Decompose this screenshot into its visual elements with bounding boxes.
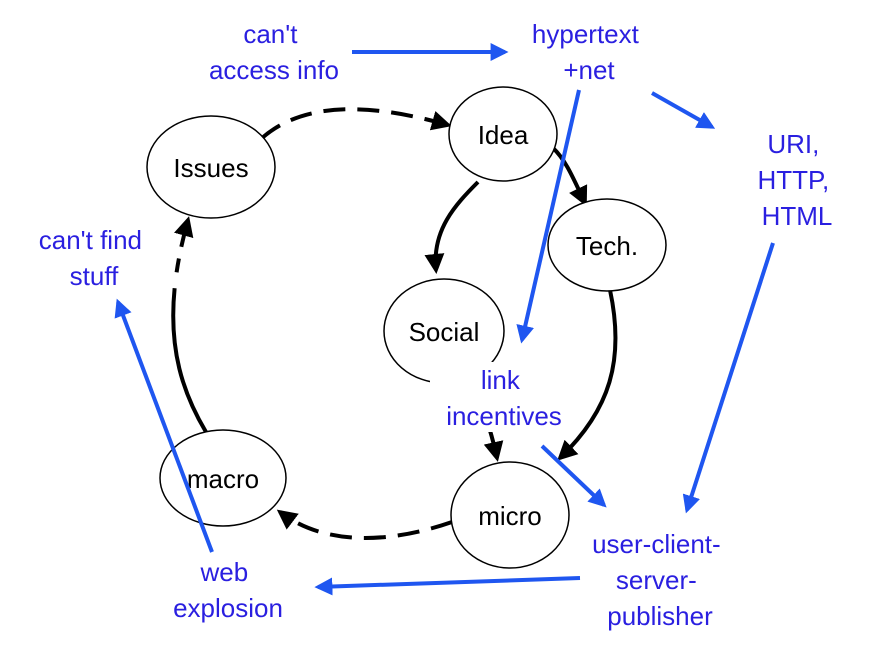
node-micro: micro (450, 461, 570, 569)
uri-to-user-client-arrow (682, 242, 775, 514)
node-tech-ellipse (547, 198, 667, 292)
note-cant-access-info-line1: can't (243, 19, 298, 49)
node-idea-label: Idea (478, 120, 529, 150)
node-tech: Tech. (547, 198, 667, 292)
note-web-explosion-line1: web (200, 557, 249, 587)
user-client-to-web-explosion-arrow (314, 576, 581, 596)
hypertext-to-uri-arrow (651, 91, 716, 129)
note-cant-find-stuff-line1: can't find (39, 225, 142, 255)
note-cant-access-info-line2: access info (209, 55, 339, 85)
node-issues-ellipse (146, 115, 276, 219)
node-issues: Issues (146, 115, 276, 219)
node-idea: Idea (448, 86, 558, 182)
micro-to-macro-arrow (276, 509, 453, 540)
node-social: Social (383, 278, 505, 384)
note-uri-http-html-line3: HTML (762, 201, 833, 231)
note-hypertext-net-line2: +net (563, 55, 615, 85)
note-web-explosion: web explosion (173, 557, 283, 623)
link-incentives-to-user-client-arrow (540, 444, 607, 508)
note-user-client-line1: user-client- (592, 529, 721, 559)
link-incentives-backing (430, 362, 580, 432)
note-hypertext-net-line1: hypertext (532, 19, 640, 49)
note-uri-http-html: URI, HTTP, HTML (758, 129, 837, 231)
macro-to-issues-arrow (171, 216, 208, 434)
node-issues-label: Issues (173, 153, 248, 183)
hypertext-to-link-incentives-arrow (516, 89, 581, 344)
tech-to-micro-arrow (557, 289, 618, 461)
note-user-client-line3: publisher (607, 601, 713, 631)
note-uri-http-html-line2: HTTP, (758, 165, 830, 195)
note-link-incentives-line1: link (481, 365, 521, 395)
note-cant-access-info: can't access info (209, 19, 339, 85)
node-micro-ellipse (450, 461, 570, 569)
node-social-label: Social (409, 317, 480, 347)
note-user-client-line2: server- (616, 565, 697, 595)
note-user-client-server-publisher: user-client- server- publisher (592, 529, 728, 631)
idea-to-social-arrow (424, 180, 480, 274)
issues-to-idea-arrow (260, 107, 452, 140)
node-micro-label: micro (478, 501, 542, 531)
note-web-explosion-line2: explosion (173, 593, 283, 623)
node-macro-label: macro (187, 464, 259, 494)
node-macro: macro (159, 429, 287, 527)
idea-to-tech-arrow (551, 146, 588, 207)
note-hypertext-net: hypertext +net (532, 19, 646, 85)
note-link-incentives-line2: incentives (446, 401, 562, 431)
note-link-incentives: link incentives (446, 365, 562, 431)
note-uri-http-html-line1: URI, (767, 129, 819, 159)
note-cant-find-stuff-line2: stuff (70, 261, 119, 291)
node-idea-ellipse (448, 86, 558, 182)
web-explosion-to-cant-find-arrow (114, 298, 214, 553)
node-tech-label: Tech. (576, 231, 638, 261)
note-cant-find-stuff: can't find stuff (39, 225, 150, 291)
